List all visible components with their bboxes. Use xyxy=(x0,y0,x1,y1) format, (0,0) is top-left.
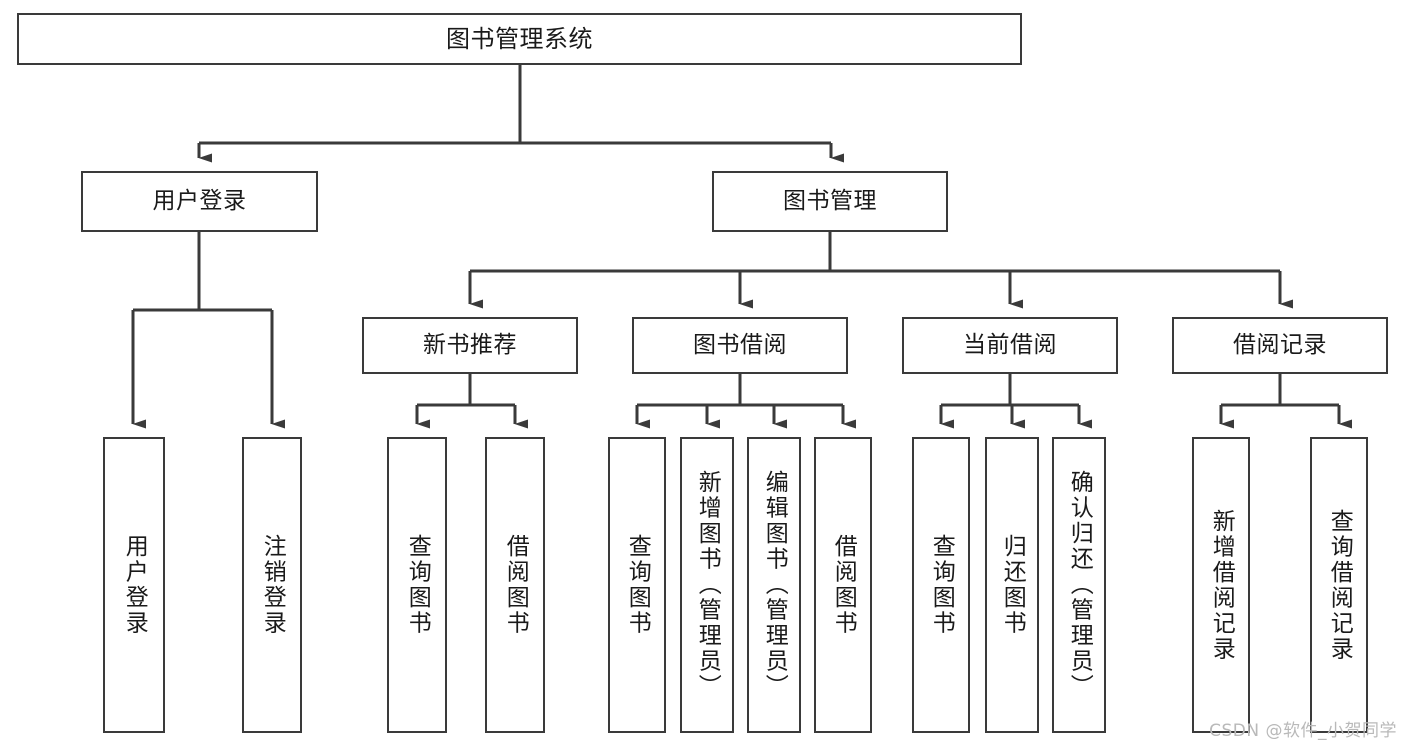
node-borrow-record-label: 借阅记录 xyxy=(1233,331,1327,358)
node-leaf-query-record-label: 查询借阅记录 xyxy=(1326,508,1353,662)
csdn-watermark: CSDN @软件_小贺同学 xyxy=(1209,721,1397,741)
node-leaf-edit-book-label: 编辑图书（管理员） xyxy=(761,470,788,700)
node-leaf-query-book-1-label: 查询图书 xyxy=(404,534,431,636)
node-leaf-borrow-book-2[interactable]: 借阅图书 xyxy=(814,437,872,733)
node-book-borrow-label: 图书借阅 xyxy=(693,331,787,358)
node-leaf-borrow-book-1-label: 借阅图书 xyxy=(502,534,529,636)
node-leaf-logout[interactable]: 注销登录 xyxy=(242,437,302,733)
node-current-borrow[interactable]: 当前借阅 xyxy=(902,317,1118,374)
node-user-login[interactable]: 用户登录 xyxy=(81,171,318,232)
node-leaf-return-book-label: 归还图书 xyxy=(999,534,1026,636)
node-leaf-query-book-3[interactable]: 查询图书 xyxy=(912,437,970,733)
node-new-book-recommend-label: 新书推荐 xyxy=(423,331,517,358)
node-book-manage-label: 图书管理 xyxy=(783,187,877,214)
node-leaf-add-record[interactable]: 新增借阅记录 xyxy=(1192,437,1250,733)
node-leaf-confirm-return[interactable]: 确认归还（管理员） xyxy=(1052,437,1106,733)
node-leaf-confirm-return-label: 确认归还（管理员） xyxy=(1066,470,1093,700)
node-leaf-logout-label: 注销登录 xyxy=(259,534,286,636)
node-leaf-add-book[interactable]: 新增图书（管理员） xyxy=(680,437,734,733)
node-new-book-recommend[interactable]: 新书推荐 xyxy=(362,317,578,374)
node-user-login-label: 用户登录 xyxy=(152,187,247,214)
node-root-label: 图书管理系统 xyxy=(446,24,593,53)
node-leaf-query-record[interactable]: 查询借阅记录 xyxy=(1310,437,1368,733)
node-borrow-record[interactable]: 借阅记录 xyxy=(1172,317,1388,374)
node-book-manage[interactable]: 图书管理 xyxy=(712,171,948,232)
node-leaf-query-book-3-label: 查询图书 xyxy=(928,534,955,636)
node-leaf-borrow-book-2-label: 借阅图书 xyxy=(830,534,857,636)
node-leaf-borrow-book-1[interactable]: 借阅图书 xyxy=(485,437,545,733)
node-leaf-add-record-label: 新增借阅记录 xyxy=(1208,508,1235,662)
node-leaf-query-book-1[interactable]: 查询图书 xyxy=(387,437,447,733)
node-leaf-query-book-2-label: 查询图书 xyxy=(624,534,651,636)
node-book-borrow[interactable]: 图书借阅 xyxy=(632,317,848,374)
node-leaf-user-login-label: 用户登录 xyxy=(121,534,148,636)
node-leaf-query-book-2[interactable]: 查询图书 xyxy=(608,437,666,733)
node-leaf-return-book[interactable]: 归还图书 xyxy=(985,437,1039,733)
node-current-borrow-label: 当前借阅 xyxy=(963,331,1057,358)
node-leaf-edit-book[interactable]: 编辑图书（管理员） xyxy=(747,437,801,733)
node-root[interactable]: 图书管理系统 xyxy=(17,13,1022,65)
node-leaf-user-login[interactable]: 用户登录 xyxy=(103,437,165,733)
node-leaf-add-book-label: 新增图书（管理员） xyxy=(694,470,721,700)
